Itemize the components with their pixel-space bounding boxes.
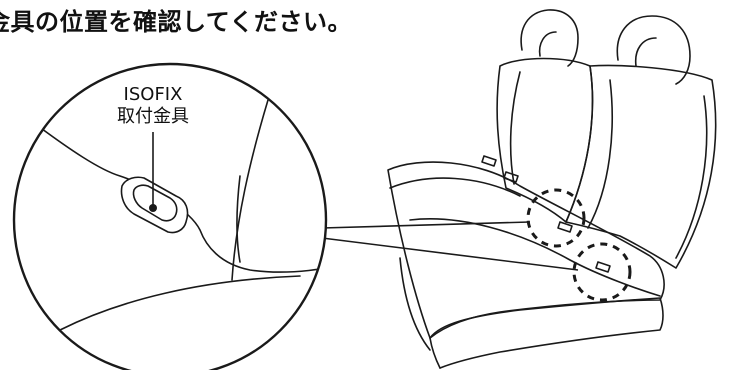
isofix-label: ISOFIX <box>123 84 183 105</box>
anchor-highlight-circles <box>526 188 632 302</box>
right-headrest <box>616 15 691 85</box>
left-seatback <box>496 57 594 223</box>
seat-front-panel <box>429 297 664 369</box>
anchor-highlight-right <box>572 242 632 302</box>
right-seatback <box>565 64 717 269</box>
cushion-edge <box>29 119 325 273</box>
callout-leader-lines <box>321 221 579 271</box>
seat-cushion <box>387 161 665 339</box>
rear-seat-illustration <box>387 9 717 369</box>
left-headrest <box>520 9 579 67</box>
magnified-view <box>12 62 328 374</box>
mounting-bracket-label: 取付金具 <box>117 106 189 127</box>
anchor-highlight-left <box>526 188 586 248</box>
anchor-point-marker <box>149 204 157 212</box>
instruction-caption: 金具の位置を確認してください。 <box>0 8 353 36</box>
